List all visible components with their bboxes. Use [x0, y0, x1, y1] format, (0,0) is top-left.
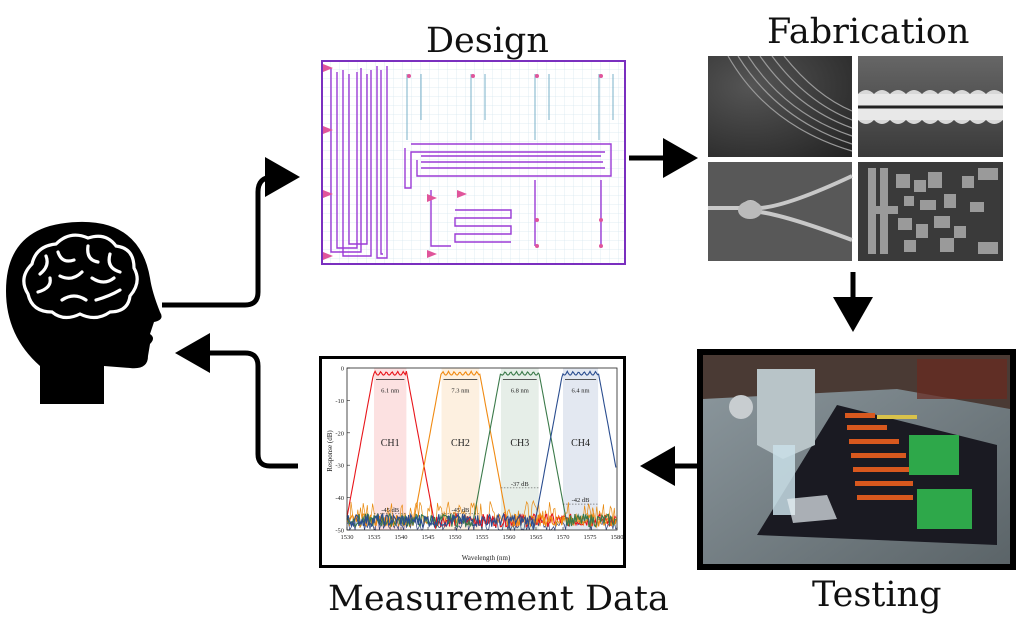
- y-tick-label: -50: [335, 528, 344, 535]
- y-tick-label: -30: [335, 463, 344, 470]
- y-tick-label: 0: [341, 366, 344, 373]
- channel-label-ch3: CH3: [510, 438, 529, 449]
- channel-label-ch4: CH4: [571, 438, 590, 449]
- x-tick-label: 1580: [611, 534, 624, 541]
- y-tick-label: -40: [335, 495, 344, 502]
- measurement-chart-panel: 6.1 nm CH1 -45 dB 7.3 nm CH2 -45 dB 6.8 nm CH3 -…: [319, 356, 626, 568]
- arrow-measurement-to-brain: [175, 333, 298, 469]
- design-layout-panel: [321, 60, 626, 265]
- spectrum-plot: 6.1 nm CH1 -45 dB 7.3 nm CH2 -45 dB 6.8 nm CH3 -…: [335, 366, 623, 542]
- x-axis-label: Wavelength (nm): [462, 554, 511, 562]
- measurement-data-label: Measurement Data: [328, 579, 669, 619]
- x-tick-label: 1560: [503, 534, 516, 541]
- y-axis-label: Response (dB): [326, 430, 334, 472]
- x-tick-label: 1550: [449, 534, 462, 541]
- series-ch3: [346, 370, 617, 529]
- x-tick-label: 1530: [341, 534, 354, 541]
- floor-label-ch2: -45 dB: [451, 507, 470, 514]
- head-brain-icon: [6, 221, 162, 404]
- x-tick-label: 1540: [395, 534, 408, 541]
- channel-label-ch2: CH2: [451, 438, 470, 449]
- chip-structures: [845, 413, 972, 529]
- floor-label-ch1: -45 dB: [381, 507, 400, 514]
- series-ch4: [346, 370, 617, 529]
- bandwidth-label-ch4: 6.4 nm: [572, 387, 590, 394]
- x-tick-label: 1575: [584, 534, 597, 541]
- x-tick-label: 1535: [368, 534, 381, 541]
- sem-grating-image: [858, 56, 1003, 157]
- passband-ch4: [563, 368, 599, 530]
- testing-label: Testing: [812, 575, 942, 615]
- bandwidth-label-ch1: 6.1 nm: [381, 387, 399, 394]
- y-tick-label: -10: [335, 398, 344, 405]
- y-tick-label: -20: [335, 430, 344, 437]
- floor-label-ch4: -42 dB: [572, 497, 591, 504]
- x-tick-label: 1545: [422, 534, 435, 541]
- sem-splitter-image: [708, 162, 853, 261]
- x-tick-label: 1570: [557, 534, 570, 541]
- floor-label-ch3: -37 dB: [511, 481, 530, 488]
- fabrication-label: Fabrication: [767, 12, 970, 52]
- fabrication-sem-panel: [708, 56, 1003, 261]
- sem-ring-image: [708, 56, 853, 157]
- arrow-brain-to-design: [162, 157, 300, 308]
- testing-photo: [697, 349, 1016, 570]
- bandwidth-label-ch3: 6.8 nm: [511, 387, 529, 394]
- passband-ch1: [374, 368, 407, 530]
- channel-label-ch1: CH1: [381, 438, 400, 449]
- x-tick-label: 1565: [530, 534, 543, 541]
- sem-inverse-design-image: [858, 162, 1003, 261]
- design-label: Design: [426, 21, 549, 61]
- x-tick-label: 1555: [476, 534, 489, 541]
- bandwidth-label-ch2: 7.3 nm: [451, 387, 469, 394]
